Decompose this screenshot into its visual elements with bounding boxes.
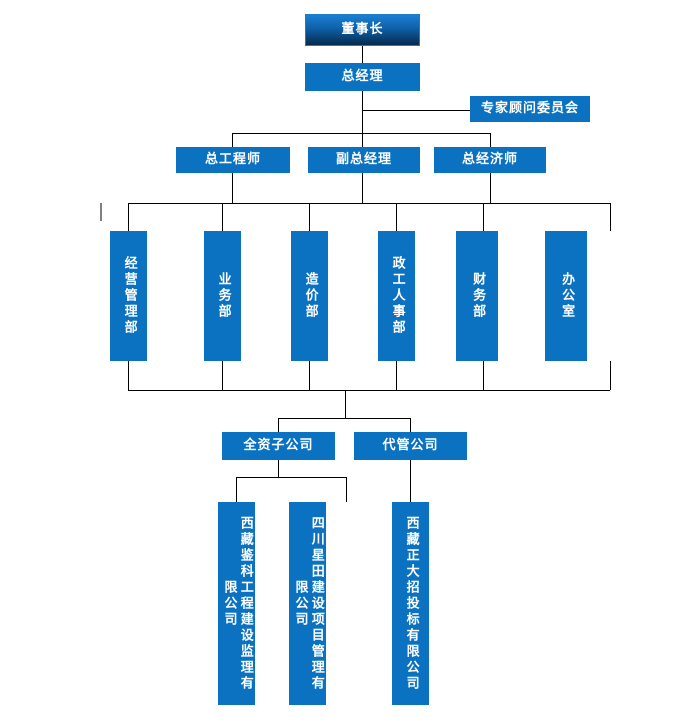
- node-wholly-owned-subsidiaries[interactable]: 全资子公司: [222, 432, 335, 460]
- connector-wholly-owned-trunk: [278, 460, 279, 477]
- dept-drop-2: [222, 203, 223, 231]
- node-managed-companies[interactable]: 代管公司: [354, 432, 467, 460]
- bus-departments-bottom: [128, 390, 610, 391]
- drop-level3-2: [362, 133, 363, 147]
- dept-drop-1: [128, 203, 129, 231]
- connector-gm-to-advisory: [362, 110, 470, 111]
- drop-company-1: [236, 477, 237, 502]
- dept-drop-5: [483, 203, 484, 231]
- node-company-xizang-jianke-label: 西藏鉴科工程建设监理有限公司: [221, 515, 253, 692]
- drop-level3-1: [232, 133, 233, 147]
- node-advisory-committee[interactable]: 专家顾问委员会: [470, 96, 590, 122]
- node-dept-business[interactable]: 业务部: [204, 231, 241, 361]
- node-company-sichuan-xingtian-label: 四川星田建设项目管理有限公司: [292, 515, 324, 692]
- bus-departments-top: [128, 203, 610, 204]
- dept-riser-4: [396, 361, 397, 390]
- dept-drop-4: [396, 203, 397, 231]
- node-deputy-general-manager[interactable]: 副总经理: [308, 147, 420, 173]
- drop-deputy-gm: [362, 173, 363, 203]
- drop-company-group-1: [278, 418, 279, 432]
- connector-chairman-to-gm: [362, 46, 363, 63]
- node-dept-finance[interactable]: 财务部: [456, 231, 498, 361]
- node-general-manager-label: 总经理: [341, 68, 384, 84]
- drop-company-3: [410, 460, 411, 502]
- node-dept-cost-estimation-label: 造价部: [302, 272, 318, 320]
- node-wholly-owned-subsidiaries-label: 全资子公司: [243, 437, 314, 453]
- node-chief-economist[interactable]: 总经济师: [434, 147, 546, 173]
- bus-company-groups: [278, 418, 410, 419]
- node-managed-companies-label: 代管公司: [382, 437, 439, 453]
- node-chief-engineer[interactable]: 总工程师: [176, 147, 290, 173]
- connector-bus-to-company-groups: [345, 390, 346, 418]
- node-dept-political-hr-label: 政工人事部: [389, 256, 405, 336]
- node-chairman-label: 董事长: [341, 21, 384, 37]
- dept-drop-3: [309, 203, 310, 231]
- node-dept-political-hr[interactable]: 政工人事部: [378, 231, 415, 361]
- node-deputy-general-manager-label: 副总经理: [335, 151, 392, 167]
- node-company-sichuan-xingtian[interactable]: 四川星田建设项目管理有限公司: [289, 502, 326, 705]
- node-chairman[interactable]: 董事长: [305, 14, 420, 46]
- node-company-xizang-zhengda-label: 西藏正大招投标有限公司: [403, 515, 419, 692]
- drop-company-group-2: [410, 418, 411, 432]
- dept-drop-6: [610, 203, 611, 231]
- dept-riser-2: [222, 361, 223, 390]
- left-margin-tick: [100, 203, 102, 221]
- node-advisory-committee-label: 专家顾问委员会: [480, 100, 579, 116]
- bus-wholly-owned-children: [236, 477, 346, 478]
- node-dept-office[interactable]: 办公室: [545, 231, 587, 361]
- connector-gm-trunk: [362, 91, 363, 134]
- dept-riser-6: [610, 361, 611, 390]
- dept-riser-3: [309, 361, 310, 390]
- dept-riser-5: [483, 361, 484, 390]
- node-dept-operations-management[interactable]: 经营管理部: [110, 231, 147, 361]
- node-chief-economist-label: 总经济师: [461, 151, 518, 167]
- drop-chief-economist: [490, 173, 491, 203]
- node-dept-cost-estimation[interactable]: 造价部: [291, 231, 328, 361]
- drop-chief-engineer: [232, 173, 233, 203]
- dept-riser-1: [128, 361, 129, 390]
- node-dept-business-label: 业务部: [215, 272, 231, 320]
- node-general-manager[interactable]: 总经理: [305, 63, 420, 91]
- node-chief-engineer-label: 总工程师: [204, 151, 261, 167]
- drop-level3-3: [490, 133, 491, 147]
- node-dept-operations-management-label: 经营管理部: [121, 256, 137, 336]
- node-dept-finance-label: 财务部: [470, 272, 486, 320]
- node-company-xizang-zhengda[interactable]: 西藏正大招投标有限公司: [392, 502, 429, 705]
- node-dept-office-label: 办公室: [559, 272, 575, 320]
- bus-level3: [232, 133, 491, 134]
- node-company-xizang-jianke[interactable]: 西藏鉴科工程建设监理有限公司: [218, 502, 255, 705]
- drop-company-2: [346, 477, 347, 502]
